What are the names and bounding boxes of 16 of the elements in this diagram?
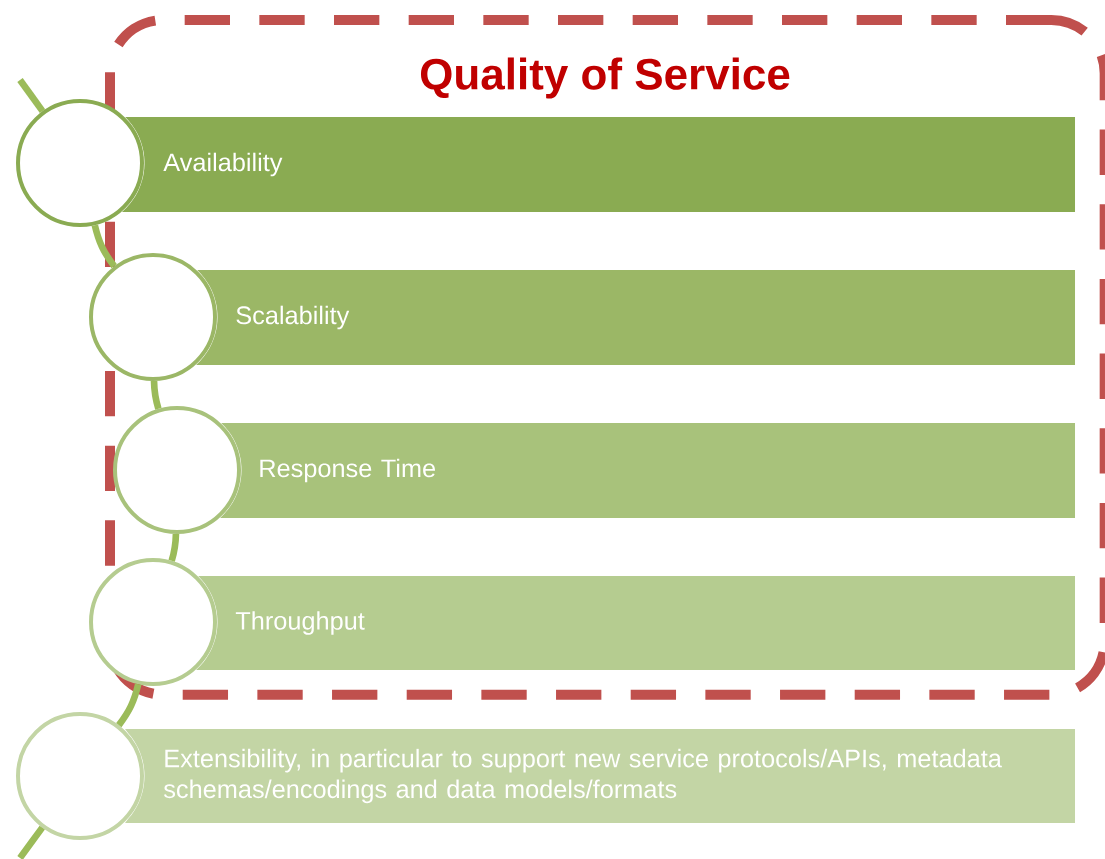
list-bar: Availability bbox=[121, 117, 1075, 212]
connector-line bbox=[17, 78, 46, 114]
connector-line bbox=[17, 825, 45, 859]
connector-line bbox=[168, 533, 180, 562]
circle bbox=[89, 558, 217, 686]
connector-line bbox=[150, 380, 162, 410]
circle bbox=[16, 99, 144, 227]
list-bar: Throughput bbox=[196, 576, 1075, 670]
list-bar: Extensibility, in particular to support new service protocols/APIs, metadata schemas/encodings and data models/formats bbox=[125, 729, 1075, 823]
circle bbox=[113, 406, 241, 534]
circle bbox=[89, 253, 217, 381]
list-bar: Response Time bbox=[220, 423, 1075, 518]
list-bar: Scalability bbox=[196, 270, 1075, 365]
connector-line bbox=[116, 683, 142, 728]
circle bbox=[16, 712, 144, 840]
connector-line bbox=[91, 224, 117, 269]
